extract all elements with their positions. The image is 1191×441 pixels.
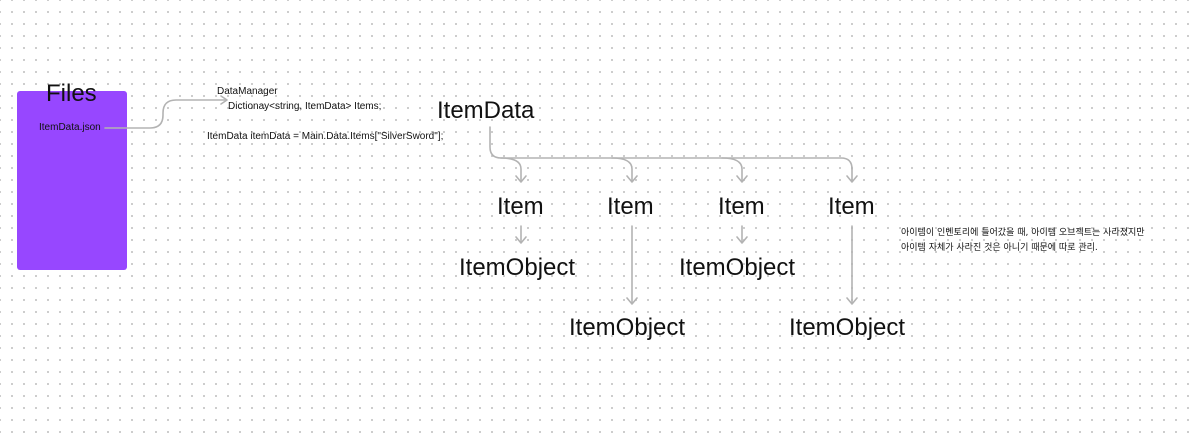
inventory-note: 아이템이 인벤토리에 들어갔을 때, 아이템 오브젝트는 사라졌지만 아이템 자… bbox=[901, 226, 1145, 256]
object-4-arrowhead bbox=[846, 297, 858, 305]
object-3-arrowhead bbox=[736, 236, 748, 244]
data-manager-label: DataManager bbox=[217, 86, 278, 97]
item-1-arrowhead bbox=[515, 175, 527, 183]
object-2-arrowhead bbox=[626, 297, 638, 305]
item-node-3[interactable]: Item bbox=[718, 193, 765, 220]
itemobject-node-1[interactable]: ItemObject bbox=[459, 254, 576, 281]
itemobject-node-3[interactable]: ItemObject bbox=[679, 254, 796, 281]
item-3-arrowhead bbox=[736, 175, 748, 183]
itemobject-node-2[interactable]: ItemObject bbox=[569, 314, 686, 341]
item-2-arrowhead bbox=[626, 175, 638, 183]
files-panel[interactable] bbox=[17, 91, 127, 270]
file-to-manager-arrowhead bbox=[220, 95, 228, 105]
inventory-note-line-1: 아이템이 인벤토리에 들어갔을 때, 아이템 오브젝트는 사라졌지만 bbox=[901, 228, 1145, 238]
item-node-1[interactable]: Item bbox=[497, 193, 544, 220]
itemobject-node-4[interactable]: ItemObject bbox=[789, 314, 906, 341]
data-manager-field: Dictionay<string, ItemData> Items; bbox=[228, 101, 382, 112]
item-data-access-code: ItemData itemData = Main.Data.Items["Sil… bbox=[207, 131, 444, 142]
files-panel-title: Files bbox=[46, 80, 97, 107]
item-node-4[interactable]: Item bbox=[828, 193, 875, 220]
branch-to-item-2 bbox=[611, 157, 633, 182]
item-4-arrowhead bbox=[846, 175, 858, 183]
object-1-arrowhead bbox=[515, 236, 527, 244]
itemdata-node[interactable]: ItemData bbox=[437, 97, 535, 124]
branch-to-item-1 bbox=[500, 157, 522, 182]
itemdata-branch-line bbox=[489, 126, 853, 170]
file-to-manager-connector bbox=[104, 99, 227, 129]
inventory-note-line-2: 아이템 자체가 사라진 것은 아니기 때문에 따로 관리. bbox=[901, 243, 1098, 253]
item-data-json-file[interactable]: ItemData.json bbox=[39, 122, 101, 133]
item-node-2[interactable]: Item bbox=[607, 193, 654, 220]
branch-to-item-3 bbox=[721, 157, 743, 182]
